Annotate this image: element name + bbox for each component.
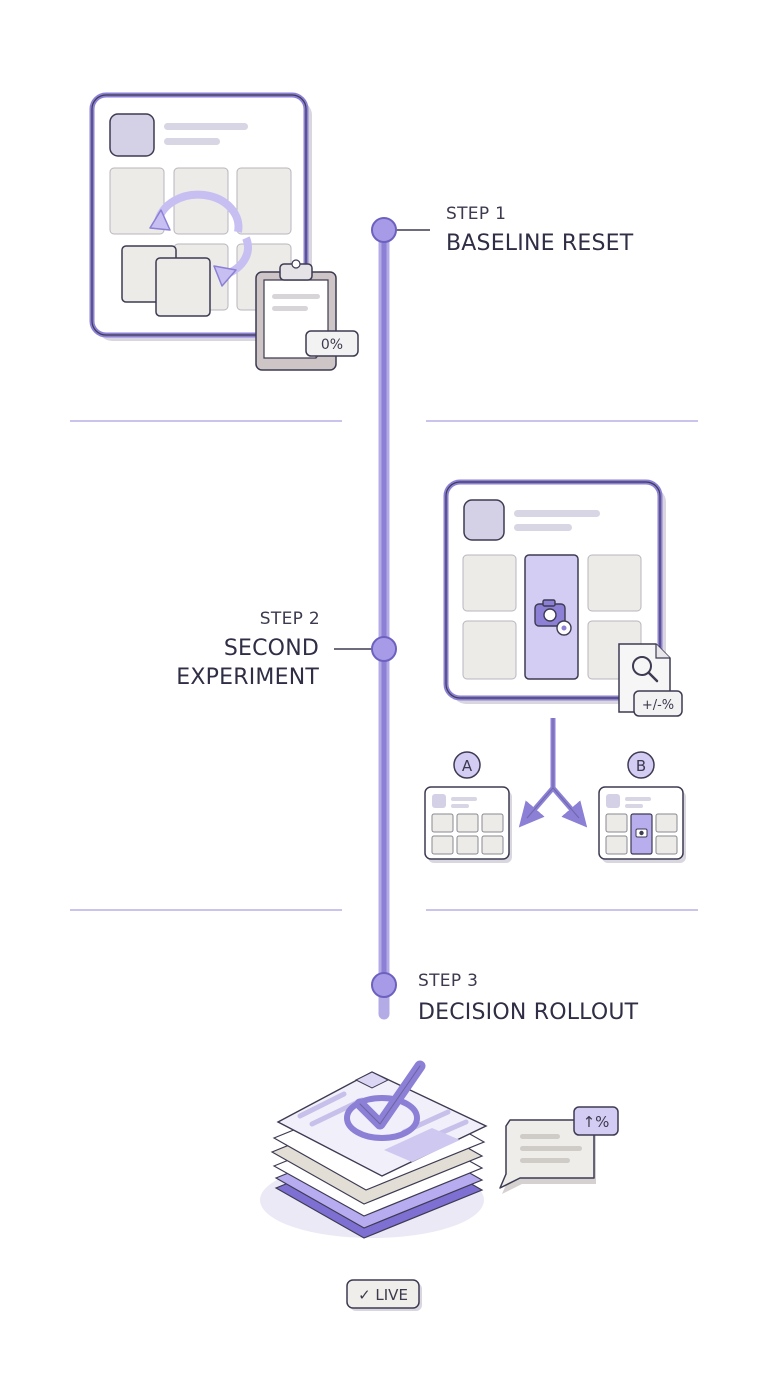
timeline	[334, 217, 430, 1020]
svg-text:0%: 0%	[321, 337, 343, 353]
svg-text:↑%: ↑%	[583, 1113, 610, 1131]
camera-gear-icon	[534, 599, 572, 636]
experiment-badge: +/-%	[633, 690, 683, 717]
step-3-title: DECISION ROLLOUT	[418, 1000, 639, 1025]
step-1-title: BASELINE RESET	[446, 231, 634, 256]
chat-bubble-icon	[499, 1119, 596, 1194]
variant-a-card: A	[424, 751, 512, 863]
baseline-card-illustration: 0%	[89, 92, 359, 371]
step-2-marker	[371, 636, 397, 662]
uplift-badge: ↑%	[573, 1106, 619, 1136]
variant-b-card: B	[598, 751, 686, 863]
step-1-label: STEP 1	[446, 204, 507, 224]
step-3-label: STEP 3	[418, 971, 479, 991]
svg-text:A: A	[462, 757, 473, 775]
step-2-label: STEP 2	[259, 609, 320, 629]
experiment-card-illustration: +/-%	[443, 479, 683, 717]
reset-arrows-icon	[149, 190, 252, 287]
checkmark-icon	[344, 1060, 426, 1141]
svg-text:✓ LIVE: ✓ LIVE	[358, 1286, 408, 1304]
svg-text:B: B	[636, 757, 646, 775]
step-2-title-line-1: SECOND	[223, 636, 319, 661]
live-badge: ✓ LIVE	[346, 1279, 422, 1311]
step-3-marker	[371, 972, 397, 998]
baseline-badge: 0%	[305, 330, 359, 357]
step-1-marker	[371, 217, 397, 243]
svg-text:+/-%: +/-%	[642, 698, 674, 713]
split-arrow-icon	[518, 718, 588, 828]
rollout-docs-illustration	[260, 1060, 488, 1239]
step-2-title-line-2: EXPERIMENT	[176, 665, 319, 690]
